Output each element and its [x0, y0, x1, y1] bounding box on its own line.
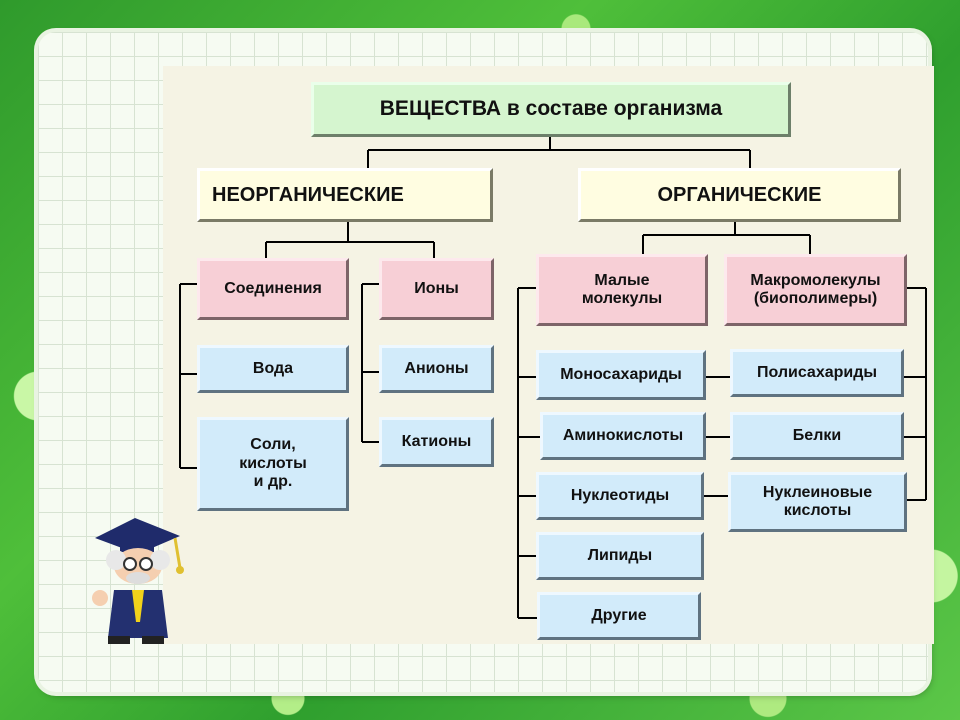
professor-mascot-icon [92, 518, 184, 644]
monosaccharides-box: Моносахариды [536, 350, 706, 400]
cations-box: Катионы [379, 417, 494, 467]
polysaccharides-box: Полисахариды [730, 349, 904, 397]
nucleotides-box: Нуклеотиды [536, 472, 704, 520]
macromolecules-box: Макромолекулы (биополимеры) [724, 254, 907, 326]
proteins-box: Белки [730, 412, 904, 460]
nucleic-acids-box: Нуклеиновые кислоты [728, 472, 907, 532]
amino-acids-box: Аминокислоты [540, 412, 706, 460]
water-box: Вода [197, 345, 349, 393]
other-box: Другие [537, 592, 701, 640]
organic-category: ОРГАНИЧЕСКИЕ [578, 168, 901, 222]
inorganic-category: НЕОРГАНИЧЕСКИЕ [197, 168, 493, 222]
diagram-title: ВЕЩЕСТВА в составе организма [311, 82, 791, 137]
salts-box: Соли, кислоты и др. [197, 417, 349, 511]
anions-box: Анионы [379, 345, 494, 393]
compounds-box: Соединения [197, 258, 349, 320]
lipids-box: Липиды [536, 532, 704, 580]
small-molecules-box: Малые молекулы [536, 254, 708, 326]
ions-box: Ионы [379, 258, 494, 320]
